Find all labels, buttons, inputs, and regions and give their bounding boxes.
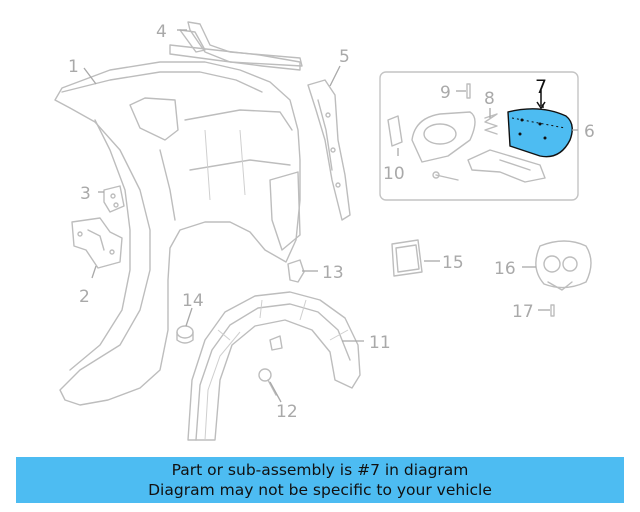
screw-part — [258, 368, 277, 396]
callout-11: 11 — [369, 333, 391, 353]
callout-15: 15 — [442, 253, 464, 273]
callout-16: 16 — [494, 259, 516, 279]
fuel-door-subassembly-box — [379, 71, 579, 201]
plug-part — [176, 325, 194, 344]
callout-12: 12 — [276, 402, 298, 422]
quarter-panel-part — [54, 29, 301, 406]
callout-7: 7 — [535, 76, 547, 98]
cover-part — [391, 239, 423, 277]
callout-17: 17 — [512, 302, 534, 322]
callout-10: 10 — [383, 164, 405, 184]
callout-14: 14 — [182, 291, 204, 311]
info-banner: Part or sub-assembly is #7 in diagram Di… — [16, 457, 624, 503]
banner-line-1: Part or sub-assembly is #7 in diagram — [171, 461, 469, 479]
fuel-door-part-highlighted — [507, 108, 573, 158]
small-pin-part — [550, 304, 555, 317]
pillar-reinforcement-part — [307, 79, 351, 221]
roof-rail-bracket-part — [187, 21, 303, 67]
banner-line-2: Diagram may not be specific to your vehi… — [148, 481, 492, 499]
push-clip-part — [287, 259, 305, 283]
callout-6: 6 — [584, 122, 595, 142]
callout-4: 4 — [156, 22, 167, 42]
callout-3: 3 — [80, 184, 91, 204]
lower-bracket-part — [71, 217, 123, 269]
callout-1: 1 — [68, 57, 79, 77]
callout-8: 8 — [484, 89, 495, 109]
callout-2: 2 — [79, 287, 90, 307]
fuel-housing-part — [535, 240, 592, 291]
callout-13: 13 — [322, 263, 344, 283]
callout-9: 9 — [440, 83, 451, 103]
wheel-liner-part — [187, 291, 361, 441]
small-bracket-part — [103, 185, 125, 213]
callout-5: 5 — [339, 47, 350, 67]
